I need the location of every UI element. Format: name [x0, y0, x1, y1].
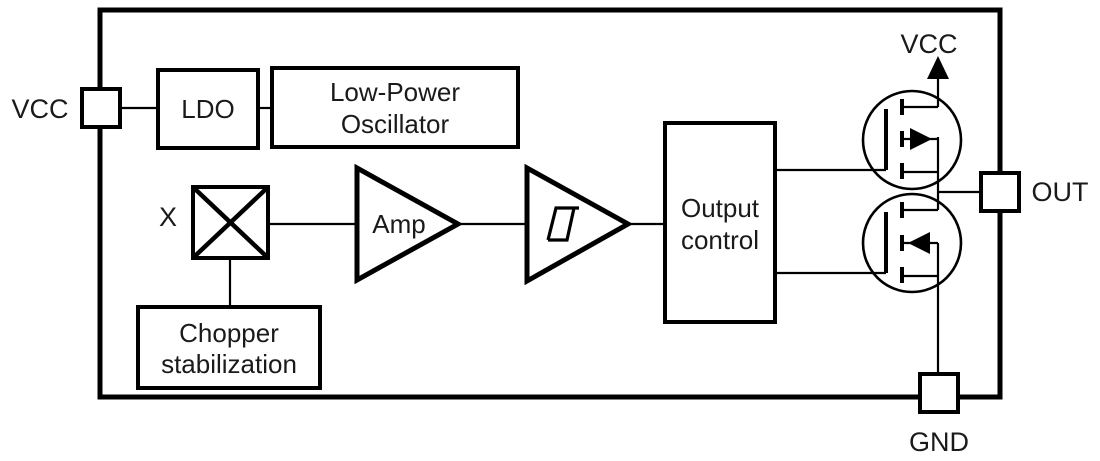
oscillator-label-line1: Low-Power — [330, 77, 460, 107]
multiplier-x-icon — [193, 187, 268, 258]
output-control-box — [663, 121, 777, 324]
wires — [120, 106, 981, 374]
multiplier-label: X — [159, 202, 177, 232]
chopper-box — [136, 305, 322, 390]
ldo-label: LDO — [181, 94, 234, 124]
output-control-label-line2: control — [681, 225, 759, 255]
chopper-label-line2: stabilization — [161, 349, 297, 379]
chopper-block: Chopper stabilization — [136, 305, 322, 390]
ldo-block-box — [156, 68, 260, 150]
oscillator-block-box — [270, 66, 520, 149]
vcc-left-pad — [80, 87, 122, 129]
pmos-transistor — [861, 89, 963, 191]
hysteresis-icon — [546, 206, 579, 242]
pmos-circle — [861, 89, 963, 191]
gnd-label: GND — [909, 427, 969, 457]
vcc-left-label: VCC — [11, 94, 68, 124]
gnd-pad — [918, 372, 960, 414]
oscillator-label-line2: Oscillator — [341, 109, 450, 139]
vcc-top-label: VCC — [900, 29, 957, 59]
amp-label: Amp — [372, 209, 425, 239]
schmitt-trigger-triangle — [524, 163, 634, 286]
output-control-block: Output control — [663, 121, 777, 324]
nmos-circle — [861, 192, 963, 294]
amp-triangle — [354, 163, 464, 285]
output-control-label-line1: Output — [681, 193, 760, 223]
nmos-transistor — [861, 192, 963, 294]
vcc-arrow — [927, 56, 949, 107]
ldo-block: LDO — [156, 68, 260, 150]
amp-block: Amp — [354, 163, 464, 285]
schmitt-trigger-block — [524, 163, 634, 286]
multiplier-block: X — [159, 185, 270, 260]
pmos-body-arrow-icon — [910, 128, 932, 150]
out-pad — [979, 171, 1021, 213]
chopper-label-line1: Chopper — [179, 318, 279, 348]
out-label: OUT — [1032, 177, 1089, 207]
vcc-arrow-icon — [927, 56, 949, 79]
nmos-body-arrow-icon — [908, 232, 930, 254]
oscillator-block: Low-Power Oscillator — [270, 66, 520, 149]
